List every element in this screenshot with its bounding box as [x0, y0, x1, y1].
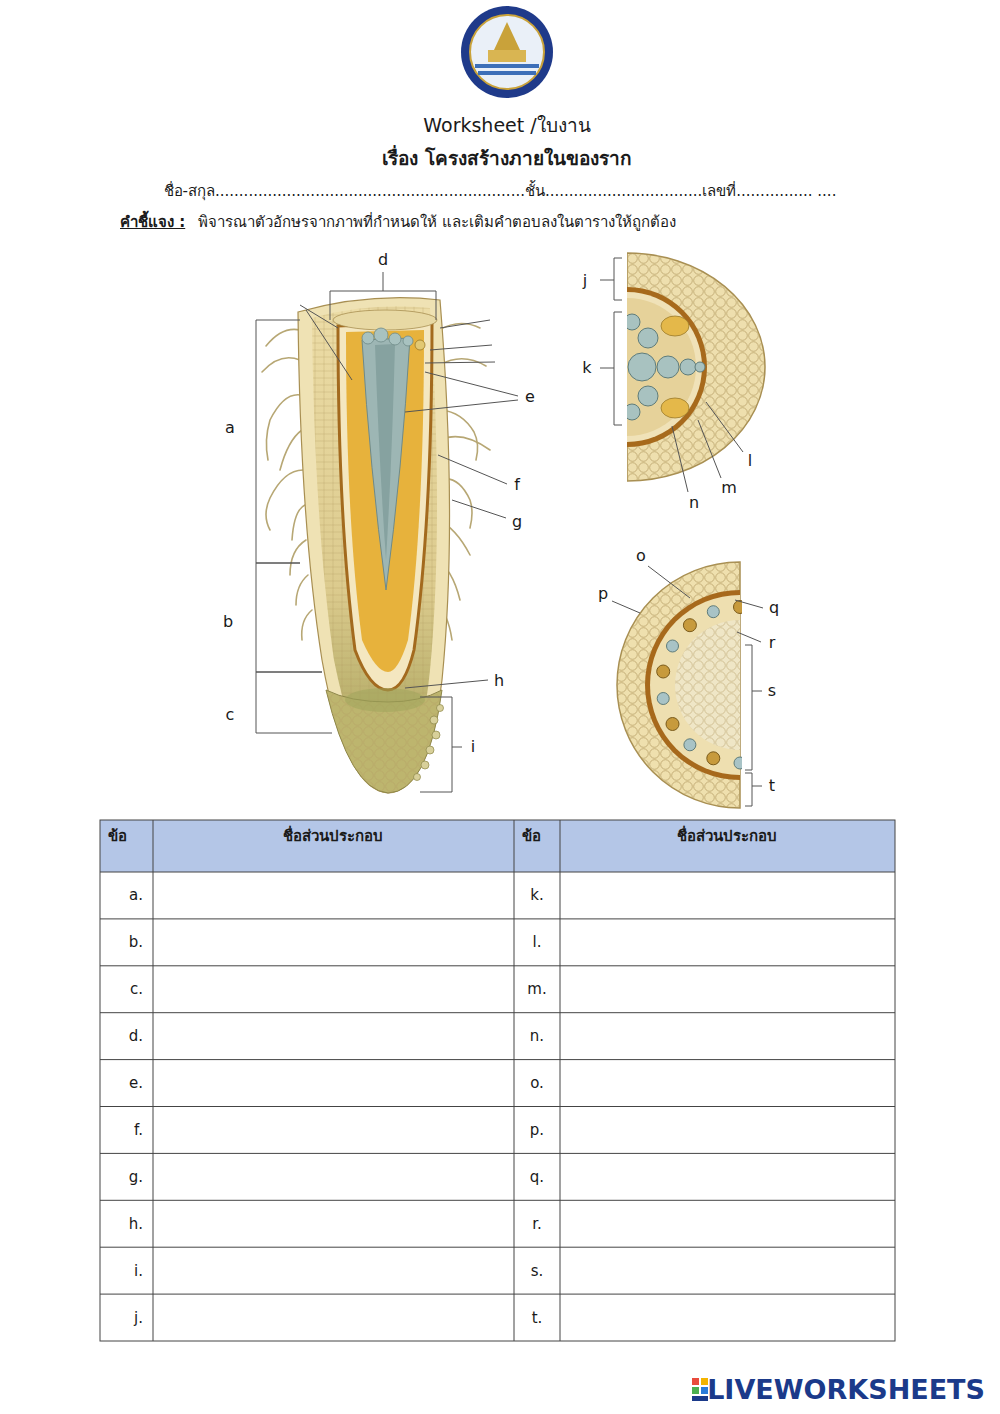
- callout-letter: g: [512, 512, 522, 531]
- table-header: ชื่อส่วนประกอบ: [283, 827, 383, 845]
- table-row-label: h.: [129, 1215, 143, 1233]
- table-row-label: r.: [532, 1215, 542, 1233]
- callout-letter: e: [525, 387, 535, 406]
- callout-letter: s: [768, 681, 776, 700]
- table-row-label: t.: [532, 1309, 543, 1327]
- watermark-icon: [692, 1378, 708, 1401]
- answer-table: [100, 820, 895, 1341]
- callout-letter: c: [226, 705, 235, 724]
- callout-letter: o: [636, 546, 646, 565]
- callout-letter: q: [769, 598, 779, 617]
- callout-letter: d: [378, 250, 388, 269]
- callout-letter: i: [471, 737, 475, 756]
- leader-lines: [612, 566, 763, 806]
- table-row-label: n.: [530, 1027, 544, 1045]
- callout-letter: l: [748, 451, 752, 470]
- callout-letter: r: [769, 633, 776, 652]
- subtitle: เรื่อง โครงสร้างภายในของราก: [382, 147, 632, 170]
- table-row-label: o.: [530, 1074, 544, 1092]
- student-info-line: ชื่อ-สกุล...............................…: [164, 182, 837, 200]
- table-header: ชื่อส่วนประกอบ: [677, 827, 777, 845]
- table-row-label: s.: [531, 1262, 544, 1280]
- callout-letter: m: [721, 478, 737, 497]
- table-row-label: c.: [130, 980, 143, 998]
- callout-letter: t: [769, 776, 775, 795]
- leader-lines: [256, 272, 518, 792]
- watermark: LIVEWORKSHEETS: [707, 1374, 985, 1406]
- callout-letter: k: [582, 358, 591, 377]
- root-tip-longitudinal: [262, 298, 490, 793]
- table-row-label: l.: [533, 933, 542, 951]
- table-row-label: i.: [134, 1262, 143, 1280]
- table-row-label: m.: [527, 980, 546, 998]
- instruction-text: พิจารณาตัวอักษรจากภาพที่กำหนดให้ และเติม…: [198, 213, 676, 231]
- leader-lines: [600, 258, 743, 492]
- callout-letter: f: [514, 475, 520, 494]
- table-row-label: e.: [129, 1074, 143, 1092]
- callout-letter: a: [225, 418, 235, 437]
- table-row-label: b.: [129, 933, 143, 951]
- school-logo: [461, 6, 553, 98]
- table-row-label: f.: [134, 1121, 143, 1139]
- callout-letter: b: [223, 612, 233, 631]
- table-row-label: g.: [129, 1168, 143, 1186]
- monocot-root-cross-section: [617, 562, 742, 808]
- callout-letter: j: [583, 271, 587, 290]
- table-row-label: q.: [530, 1168, 544, 1186]
- table-header: ข้อ: [522, 827, 541, 845]
- callout-letter: h: [494, 671, 504, 690]
- callout-letter: n: [689, 493, 699, 512]
- worksheet-title: Worksheet /ใบงาน: [423, 114, 590, 137]
- table-row-label: a.: [129, 886, 143, 904]
- table-header: ข้อ: [108, 827, 127, 845]
- table-row-label: d.: [129, 1027, 143, 1045]
- table-row-label: k.: [530, 886, 543, 904]
- table-row-label: j.: [134, 1309, 143, 1327]
- instruction-label: คำชี้แจง :: [120, 213, 185, 231]
- dicot-root-cross-section: [627, 253, 765, 481]
- table-row-label: p.: [530, 1121, 544, 1139]
- callout-letter: p: [598, 584, 608, 603]
